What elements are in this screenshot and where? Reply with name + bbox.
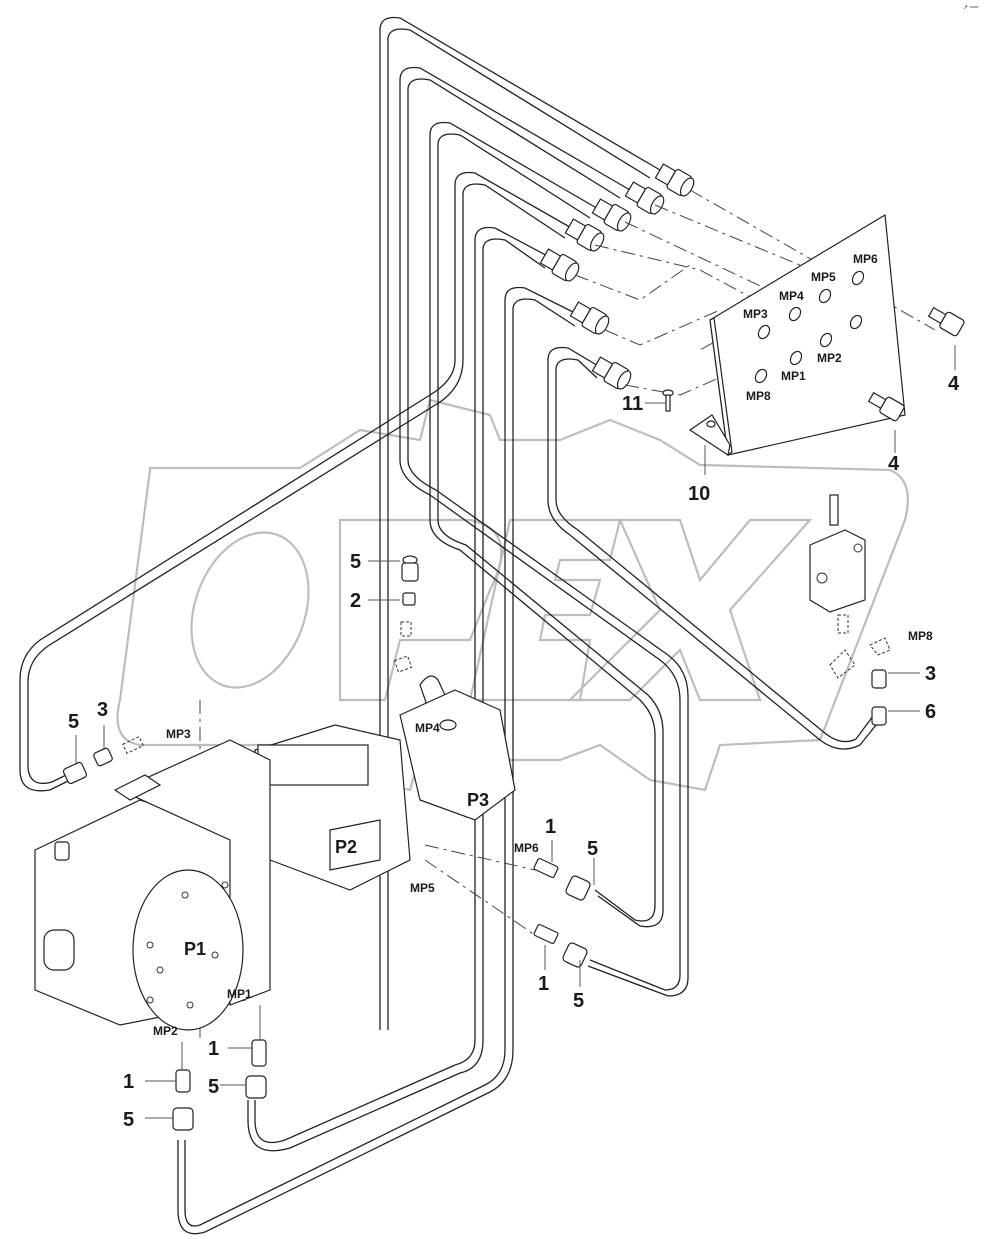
port-label-mp4: MP4 [415, 721, 440, 735]
panel-label-mp3: MP3 [743, 307, 768, 321]
panel-label-mp6: MP6 [853, 252, 878, 266]
pump-label-p2: P2 [335, 837, 357, 857]
corner-mark: ↗ ══ [963, 5, 979, 11]
port-label-mp5: MP5 [410, 881, 435, 895]
coupling-4-lower [867, 391, 905, 422]
nut-2 [402, 592, 416, 606]
pump-label-p1: P1 [184, 939, 206, 959]
port-label-mp1: MP1 [227, 987, 252, 1001]
callout-1-mp1: 1 [208, 1038, 219, 1060]
panel-label-mp1: MP1 [781, 369, 806, 383]
fittings-mp1-mp2 [172, 1039, 267, 1131]
pump-assembly [34, 689, 516, 1031]
fittings-mp3-left [62, 736, 144, 785]
coupling-4-upper [927, 306, 965, 337]
fitting-5-center [401, 555, 419, 582]
callout-4-upper: 4 [948, 373, 960, 395]
port-label-mp2: MP2 [153, 1024, 178, 1038]
hose-bundle [19, 16, 881, 1235]
callout-10: 10 [688, 483, 710, 505]
valve-block [809, 494, 891, 679]
port-label-mp3: MP3 [166, 727, 191, 741]
callout-5-mp1: 5 [208, 1076, 219, 1098]
callout-11: 11 [622, 393, 643, 415]
callout-5-mp5: 5 [573, 990, 584, 1012]
panel-label-mp8: MP8 [746, 389, 771, 403]
callout-3-right: 3 [925, 663, 936, 685]
fitting-6 [871, 706, 887, 726]
callout-1-mp5: 1 [538, 973, 549, 995]
measuring-panel [688, 213, 906, 457]
callout-1-mp2: 1 [123, 1071, 134, 1093]
callout-5-left: 5 [68, 711, 79, 733]
callout-5-center: 5 [350, 551, 361, 573]
screw-11 [662, 389, 674, 412]
port-label-mp8: MP8 [908, 629, 933, 643]
callout-2: 2 [350, 590, 361, 612]
callout-1-mp6: 1 [545, 816, 556, 838]
panel-label-mp2: MP2 [817, 351, 842, 365]
fittings-mp6-mp5 [533, 857, 591, 968]
callout-3-left: 3 [97, 699, 108, 721]
panel-label-mp5: MP5 [811, 270, 836, 284]
pump-label-p3: P3 [467, 790, 489, 810]
fitting-3-right [871, 669, 887, 689]
panel-label-mp4: MP4 [779, 289, 804, 303]
port-label-mp6: MP6 [514, 841, 539, 855]
callout-4-lower: 4 [888, 453, 900, 475]
watermark-opex [116, 398, 909, 792]
callout-5-mp2: 5 [123, 1109, 134, 1131]
callout-6: 6 [925, 701, 936, 723]
callout-5-mp6: 5 [587, 838, 598, 860]
hose-fittings-top [539, 163, 695, 390]
